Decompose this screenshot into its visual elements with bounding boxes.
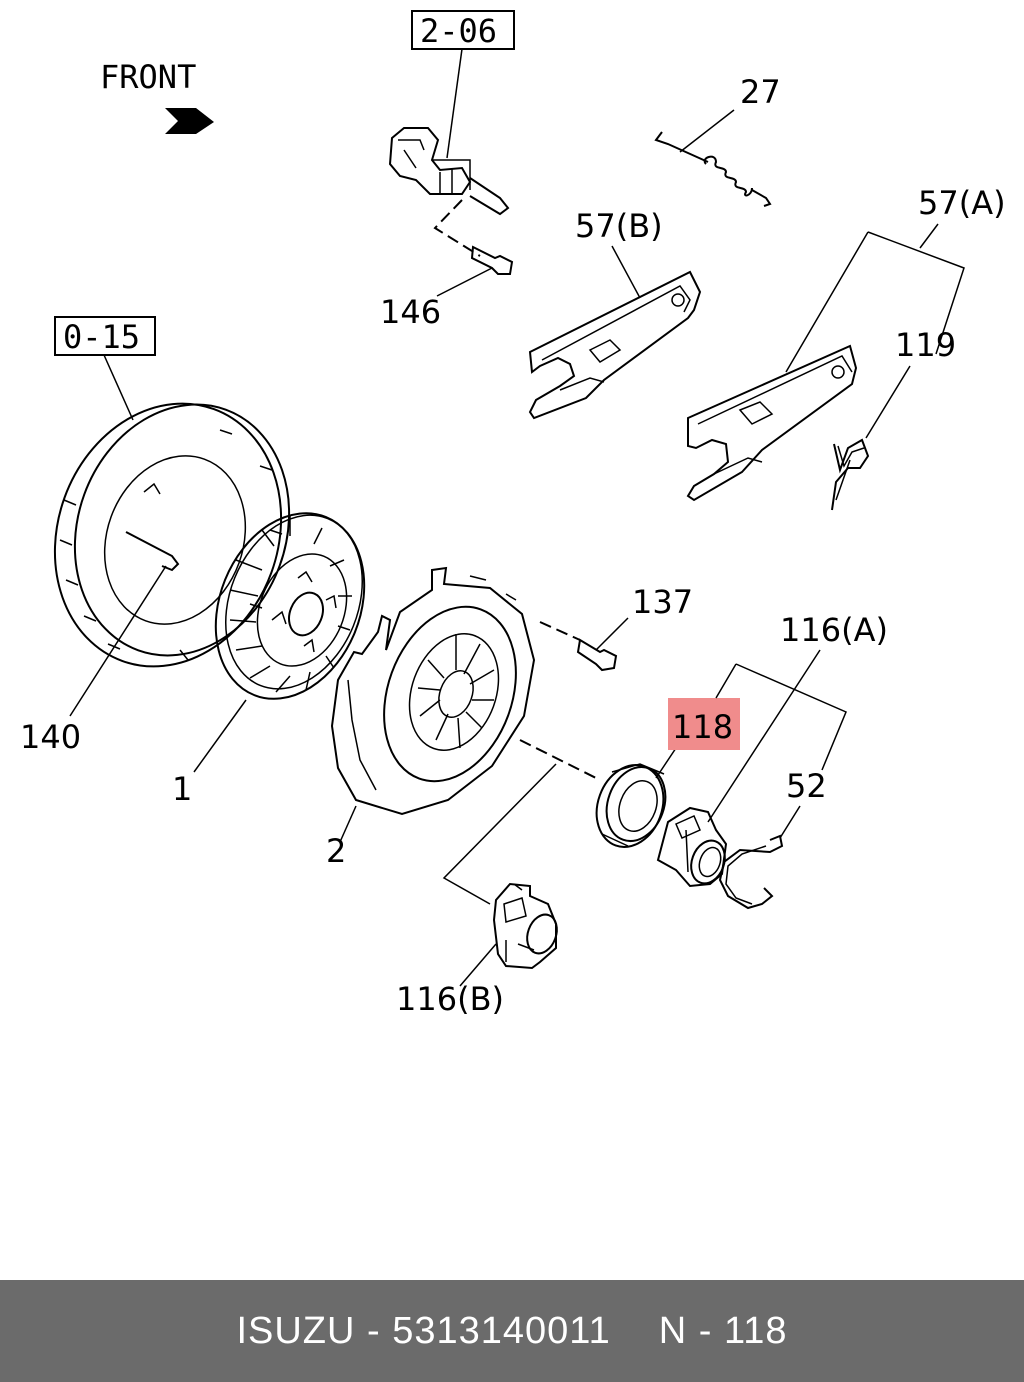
flywheel: [53, 402, 291, 668]
return-spring-27: [654, 131, 772, 207]
part-label-116b: 116(B): [396, 980, 504, 1018]
bolt-137: [576, 638, 618, 672]
slave-cylinder: [388, 127, 510, 216]
part-label-2: 2: [326, 832, 346, 870]
release-sleeve-116b: [492, 882, 558, 970]
fork-clip-119: [831, 438, 870, 511]
part-label-137: 137: [632, 583, 693, 621]
release-fork-57b: [528, 270, 702, 420]
part-label-52: 52: [786, 767, 827, 805]
part-label-27: 27: [740, 73, 781, 111]
part-label-116a: 116(A): [780, 611, 888, 649]
front-label: FRONT: [100, 58, 196, 96]
footer-reference: N - 118: [658, 1309, 788, 1352]
release-fork-57a: [686, 344, 858, 502]
highlight-118: [668, 698, 740, 750]
pressure-plate-2: [330, 566, 536, 816]
part-label-146: 146: [380, 293, 441, 331]
bolt-146: [470, 245, 514, 275]
retaining-spring-52: [718, 834, 784, 910]
ref-box-0-15: [54, 316, 156, 356]
part-label-119: 119: [895, 326, 956, 364]
part-label-140: 140: [20, 718, 81, 756]
part-label-1: 1: [172, 770, 192, 808]
clutch-disc-1: [214, 512, 366, 700]
release-sleeve-116a: [656, 806, 728, 888]
clutch-parts-diagram: FRONT 2-06 146 27 57(B) 57(A): [20, 10, 1006, 1018]
part-label-57a: 57(A): [918, 184, 1006, 222]
part-label-57b: 57(B): [575, 207, 663, 245]
footer-bar: ISUZU - 5313140011 N - 118: [0, 1280, 1024, 1382]
ref-box-2-06-label: 2-06: [420, 12, 497, 50]
ref-box-2-06: [411, 10, 515, 50]
release-bearing-118: [595, 763, 667, 848]
ref-box-0-15-label: 0-15: [63, 318, 140, 356]
part-label-118: 118: [672, 708, 733, 746]
footer-brand-part-number: ISUZU - 5313140011: [236, 1309, 611, 1352]
front-arrow-icon: [165, 108, 214, 134]
